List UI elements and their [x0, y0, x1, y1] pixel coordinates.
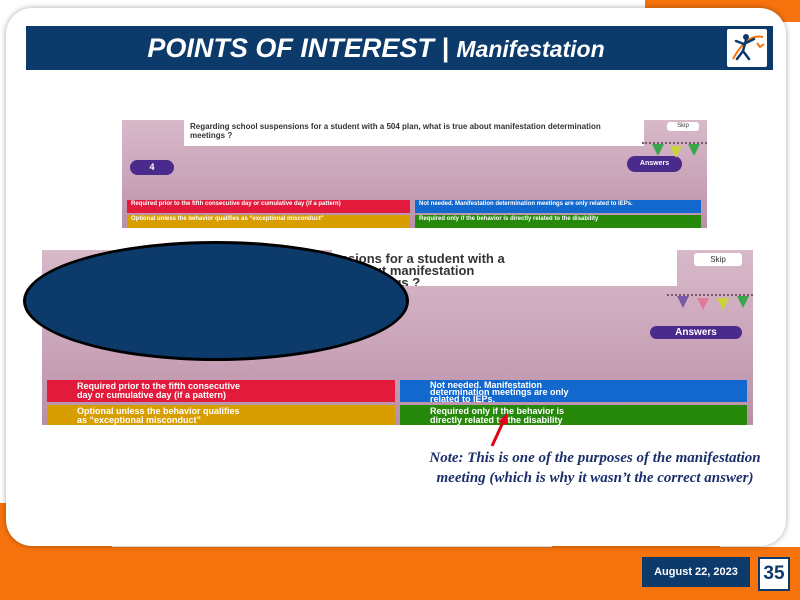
organization-logo-icon: [727, 29, 767, 67]
answer-count-pill: 4: [130, 160, 174, 175]
title-bar: [26, 26, 773, 70]
title-main: POINTS OF INTEREST |: [147, 33, 457, 63]
quiz-screenshot-bottom: nsions for a student with a e about mani…: [42, 250, 753, 425]
answer-option-green[interactable]: Required only if the behavior is directl…: [415, 215, 701, 228]
flag: [697, 298, 709, 310]
answer-option-red[interactable]: Required prior to the fifth consecutive …: [47, 380, 395, 402]
slide-date: August 22, 2023: [642, 557, 750, 587]
page-number: 35: [758, 557, 790, 591]
flag: [717, 298, 729, 310]
answers-pill: Answers: [650, 326, 742, 339]
skip-button[interactable]: Skip: [667, 122, 699, 131]
answer-option-blue[interactable]: Not needed. Manifestation determination …: [400, 380, 747, 402]
answers-pill: Answers: [627, 156, 682, 172]
redaction-oval: [23, 241, 409, 361]
note-text: Note: This is one of the purposes of the…: [429, 450, 761, 486]
quiz-question: Regarding school suspensions for a stude…: [184, 120, 644, 146]
bunting-flags: [642, 142, 707, 144]
answer-option-yellow[interactable]: Optional unless the behavior qualifies a…: [47, 405, 395, 425]
answer-option-blue[interactable]: Not needed. Manifestation determination …: [415, 200, 701, 213]
bunting-flags: [667, 294, 753, 296]
flag: [652, 144, 664, 156]
flag: [677, 296, 689, 308]
flag: [670, 146, 682, 158]
answer-option-red[interactable]: Required prior to the fifth consecutive …: [127, 200, 410, 213]
flag: [737, 296, 749, 308]
skip-button[interactable]: Skip: [694, 253, 742, 266]
answer-option-yellow[interactable]: Optional unless the behavior qualifies a…: [127, 215, 410, 228]
quiz-question: nsions for a student with a e about mani…: [332, 250, 677, 286]
answer-option-green[interactable]: Required only if the behavior is directl…: [400, 405, 747, 425]
red-arrow-icon: [490, 413, 508, 447]
slide-title: POINTS OF INTEREST | Manifestation: [26, 26, 726, 70]
quiz-screenshot-top: Regarding school suspensions for a stude…: [122, 120, 707, 228]
flag: [688, 144, 700, 156]
title-sub: Manifestation: [456, 36, 605, 62]
